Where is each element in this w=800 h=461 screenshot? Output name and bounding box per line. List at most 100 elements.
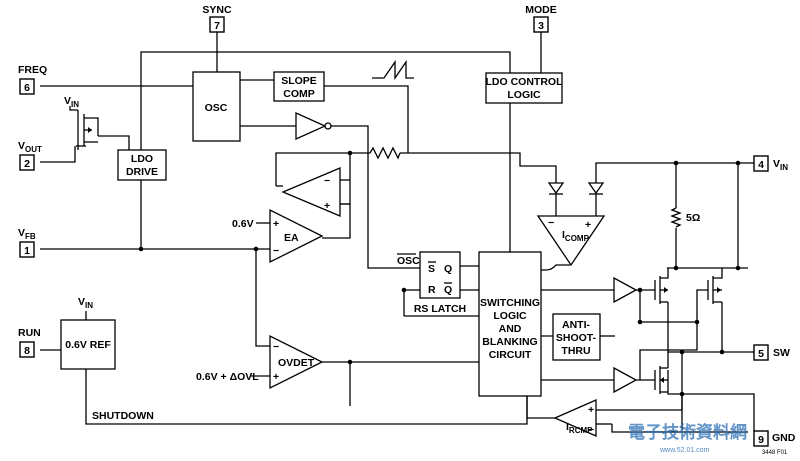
vin-ref-main: V bbox=[78, 296, 85, 308]
pin-freq: FREQ 6 bbox=[18, 64, 47, 95]
latch-r: R bbox=[428, 284, 436, 296]
ea-label: EA bbox=[284, 232, 299, 244]
vin-ref-label: VIN bbox=[78, 296, 93, 310]
pin-vin-name: V bbox=[773, 158, 780, 170]
ovdet-label: OVDET bbox=[278, 357, 315, 369]
pin-sw-name: SW bbox=[773, 347, 790, 359]
svg-text:VFB: VFB bbox=[18, 227, 36, 241]
osc-block: OSC bbox=[192, 71, 241, 142]
anti-shoot-line1: ANTI- bbox=[562, 319, 590, 331]
pin-vfb-name: V bbox=[18, 227, 25, 239]
svg-text:ICOMP: ICOMP bbox=[562, 229, 590, 243]
anti-shoot-thru-block: ANTI- SHOOT- THRU bbox=[552, 313, 601, 361]
anti-shoot-line3: THRU bbox=[561, 345, 590, 357]
ldo-control-block: LDO CONTROL LOGIC bbox=[485, 72, 564, 104]
ircmp-sub: RCMP bbox=[569, 426, 593, 435]
switching-line1: SWITCHING bbox=[480, 297, 540, 309]
ref-label: 0.6V REF bbox=[65, 339, 111, 351]
pin-freq-number: 6 bbox=[24, 82, 30, 94]
sense-diodes bbox=[547, 182, 605, 216]
latch-qbar: Q bbox=[444, 284, 452, 296]
loop-comp-plus: + bbox=[324, 200, 330, 212]
osc-label: OSC bbox=[205, 102, 228, 114]
pin-vout-sub: OUT bbox=[25, 145, 42, 154]
pin-run-name: RUN bbox=[18, 327, 41, 339]
pin-mode-name: MODE bbox=[525, 4, 557, 16]
shutdown-label: SHUTDOWN bbox=[92, 410, 154, 422]
inverter bbox=[295, 111, 332, 141]
ldo-control-line2: LOGIC bbox=[507, 89, 541, 101]
anti-shoot-line2: SHOOT- bbox=[556, 332, 597, 344]
svg-text:VOUT: VOUT bbox=[18, 140, 42, 154]
top-driver-buffer bbox=[613, 276, 638, 304]
pin-vfb-sub: FB bbox=[25, 232, 36, 241]
icomp-plus: + bbox=[585, 219, 591, 231]
vin-ldo-main: V bbox=[64, 95, 71, 107]
vin-ref-sub: IN bbox=[85, 301, 93, 310]
ldo-drive-line2: DRIVE bbox=[126, 166, 158, 178]
pin-mode-number: 3 bbox=[538, 20, 544, 32]
ovdet-minus: − bbox=[273, 341, 279, 353]
pin-vin-sub: IN bbox=[780, 163, 788, 172]
ea-plus: + bbox=[273, 218, 279, 230]
junction-dots bbox=[138, 150, 741, 397]
switching-line2: LOGIC bbox=[493, 310, 527, 322]
watermark-text: 電子技術資料網 bbox=[628, 422, 747, 442]
watermark: 電子技術資料網 www.52.01.com bbox=[628, 422, 747, 454]
ldo-pmos: VIN bbox=[64, 95, 99, 150]
pin-gnd-name: GND bbox=[772, 432, 796, 444]
latch-s: S bbox=[428, 263, 435, 275]
pin-mode: MODE 3 bbox=[525, 4, 557, 33]
pin-sync-name: SYNC bbox=[202, 4, 232, 16]
pin-vout-number: 2 bbox=[24, 158, 30, 170]
pin-sync-number: 7 bbox=[214, 20, 220, 32]
pin-run: RUN 8 bbox=[18, 327, 41, 358]
pin-sw-number: 5 bbox=[758, 348, 764, 360]
wires bbox=[40, 32, 755, 433]
osc-bar-label: OSC bbox=[397, 255, 420, 267]
loop-comp-minus: − bbox=[324, 175, 330, 187]
ea-minus: − bbox=[273, 245, 279, 257]
ovdet-comparator: − + OVDET 0.6V + ΔOVL bbox=[196, 334, 324, 390]
icomp-minus: − bbox=[548, 217, 554, 229]
pin-sw: 5 SW bbox=[753, 344, 790, 361]
error-amplifier: + − EA 0.6V bbox=[232, 208, 324, 264]
top-switch-fet-1 bbox=[654, 268, 669, 304]
slope-comp-line1: SLOPE bbox=[281, 75, 317, 87]
slope-comp-line2: COMP bbox=[283, 88, 315, 100]
switching-line5: CIRCUIT bbox=[489, 349, 532, 361]
switching-logic-block: SWITCHING LOGIC AND BLANKING CIRCUIT bbox=[478, 251, 542, 397]
icomp-main: I bbox=[562, 229, 565, 241]
vin-ldo-sub: IN bbox=[71, 100, 79, 109]
top-switch-fet-2 bbox=[707, 268, 723, 304]
pin-gnd: 9 GND bbox=[753, 430, 796, 447]
ovl-label: 0.6V + ΔOVL bbox=[196, 371, 259, 383]
svg-text:IRCMP: IRCMP bbox=[566, 421, 593, 435]
figure-id: 3448 F01 bbox=[762, 450, 788, 456]
pin-vfb: VFB 1 bbox=[18, 227, 36, 258]
pin-gnd-number: 9 bbox=[758, 434, 764, 446]
ldo-drive-line1: LDO bbox=[131, 153, 153, 165]
loop-comparator: − + bbox=[281, 167, 341, 217]
pin-run-number: 8 bbox=[24, 345, 30, 357]
rs-latch-block: S R Q Q RS LATCH bbox=[414, 251, 466, 315]
pin-freq-name: FREQ bbox=[18, 64, 47, 76]
ircmp-minus: − bbox=[588, 424, 594, 436]
ircmp-main: I bbox=[566, 421, 569, 433]
ldo-control-line1: LDO CONTROL bbox=[486, 76, 564, 88]
sense-resistor bbox=[369, 146, 401, 160]
bottom-switch-fet bbox=[654, 366, 668, 394]
pin-vin-number: 4 bbox=[758, 159, 764, 171]
rs-latch-label: RS LATCH bbox=[414, 303, 466, 315]
ovdet-plus: + bbox=[273, 371, 279, 383]
resistor-5ohm: 5Ω bbox=[670, 207, 700, 228]
slope-comp-block: SLOPE COMP bbox=[273, 71, 325, 102]
latch-q: Q bbox=[444, 263, 452, 275]
switching-line4: BLANKING bbox=[482, 336, 537, 348]
pin-vout-name: V bbox=[18, 140, 25, 152]
ldo-drive-block: LDO DRIVE bbox=[117, 149, 167, 181]
ref-06v-label: 0.6V bbox=[232, 218, 254, 230]
switching-line3: AND bbox=[499, 323, 522, 335]
pin-sync: SYNC 7 bbox=[202, 4, 232, 33]
